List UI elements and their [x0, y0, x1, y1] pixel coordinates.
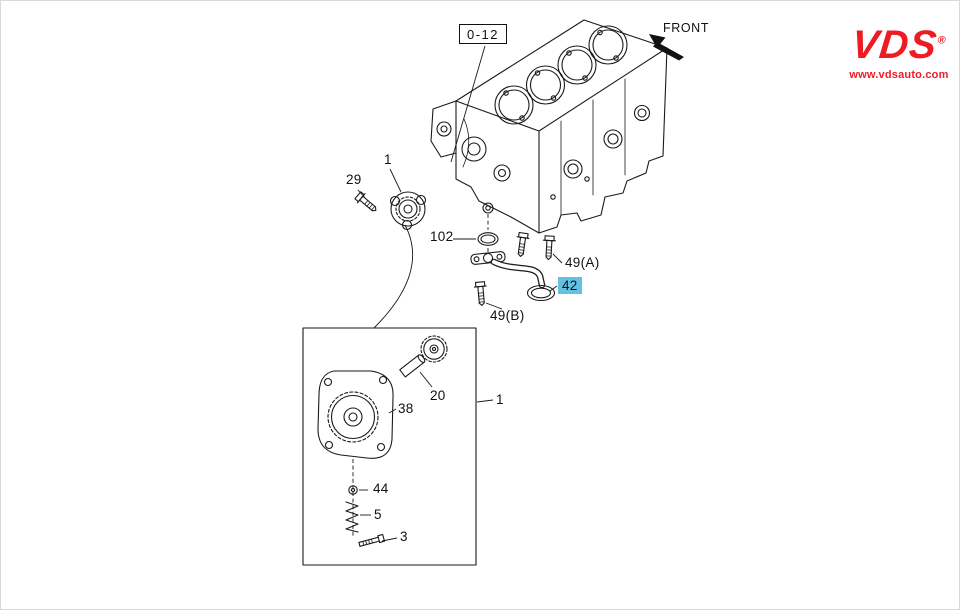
leader-lines: [352, 45, 563, 542]
o-ring-102: [477, 232, 499, 246]
front-label: FRONT: [663, 21, 710, 35]
vds-logo-url: www.vdsauto.com: [849, 69, 949, 81]
front-arrow-icon: [649, 34, 684, 61]
callout-1-main[interactable]: 1: [384, 152, 392, 167]
callout-102[interactable]: 102: [430, 229, 454, 244]
vds-logo[interactable]: VDS® www.vdsauto.com: [849, 23, 949, 81]
sprocket-and-pin-20: [399, 335, 448, 378]
bolt-49b: [473, 280, 489, 307]
callout-38[interactable]: 38: [398, 401, 414, 416]
section-ref-label: 0-12: [466, 26, 500, 42]
callout-44[interactable]: 44: [373, 481, 389, 496]
oil-suction-pipe: [470, 251, 556, 302]
pin-3: [358, 533, 386, 547]
callout-42-highlighted[interactable]: 42: [558, 277, 582, 294]
pump-body-38: [317, 370, 394, 459]
spring-5: [345, 501, 359, 533]
detail-box: [302, 327, 477, 566]
callout-20[interactable]: 20: [430, 388, 446, 403]
bolt-29: [353, 190, 381, 216]
bolt-49a: [513, 231, 557, 261]
callout-5[interactable]: 5: [374, 507, 382, 522]
callout-1-detail[interactable]: 1: [496, 392, 504, 407]
vds-logo-text: VDS®: [849, 23, 948, 67]
callout-49a[interactable]: 49(A): [565, 255, 600, 270]
callout-3[interactable]: 3: [400, 529, 408, 544]
section-ref-box[interactable]: 0-12: [459, 24, 507, 44]
registered-mark: ®: [936, 34, 948, 47]
callout-49b[interactable]: 49(B): [490, 308, 525, 323]
engine-block: [430, 19, 668, 234]
callout-29[interactable]: 29: [346, 172, 362, 187]
oil-pump-main: [389, 191, 427, 231]
